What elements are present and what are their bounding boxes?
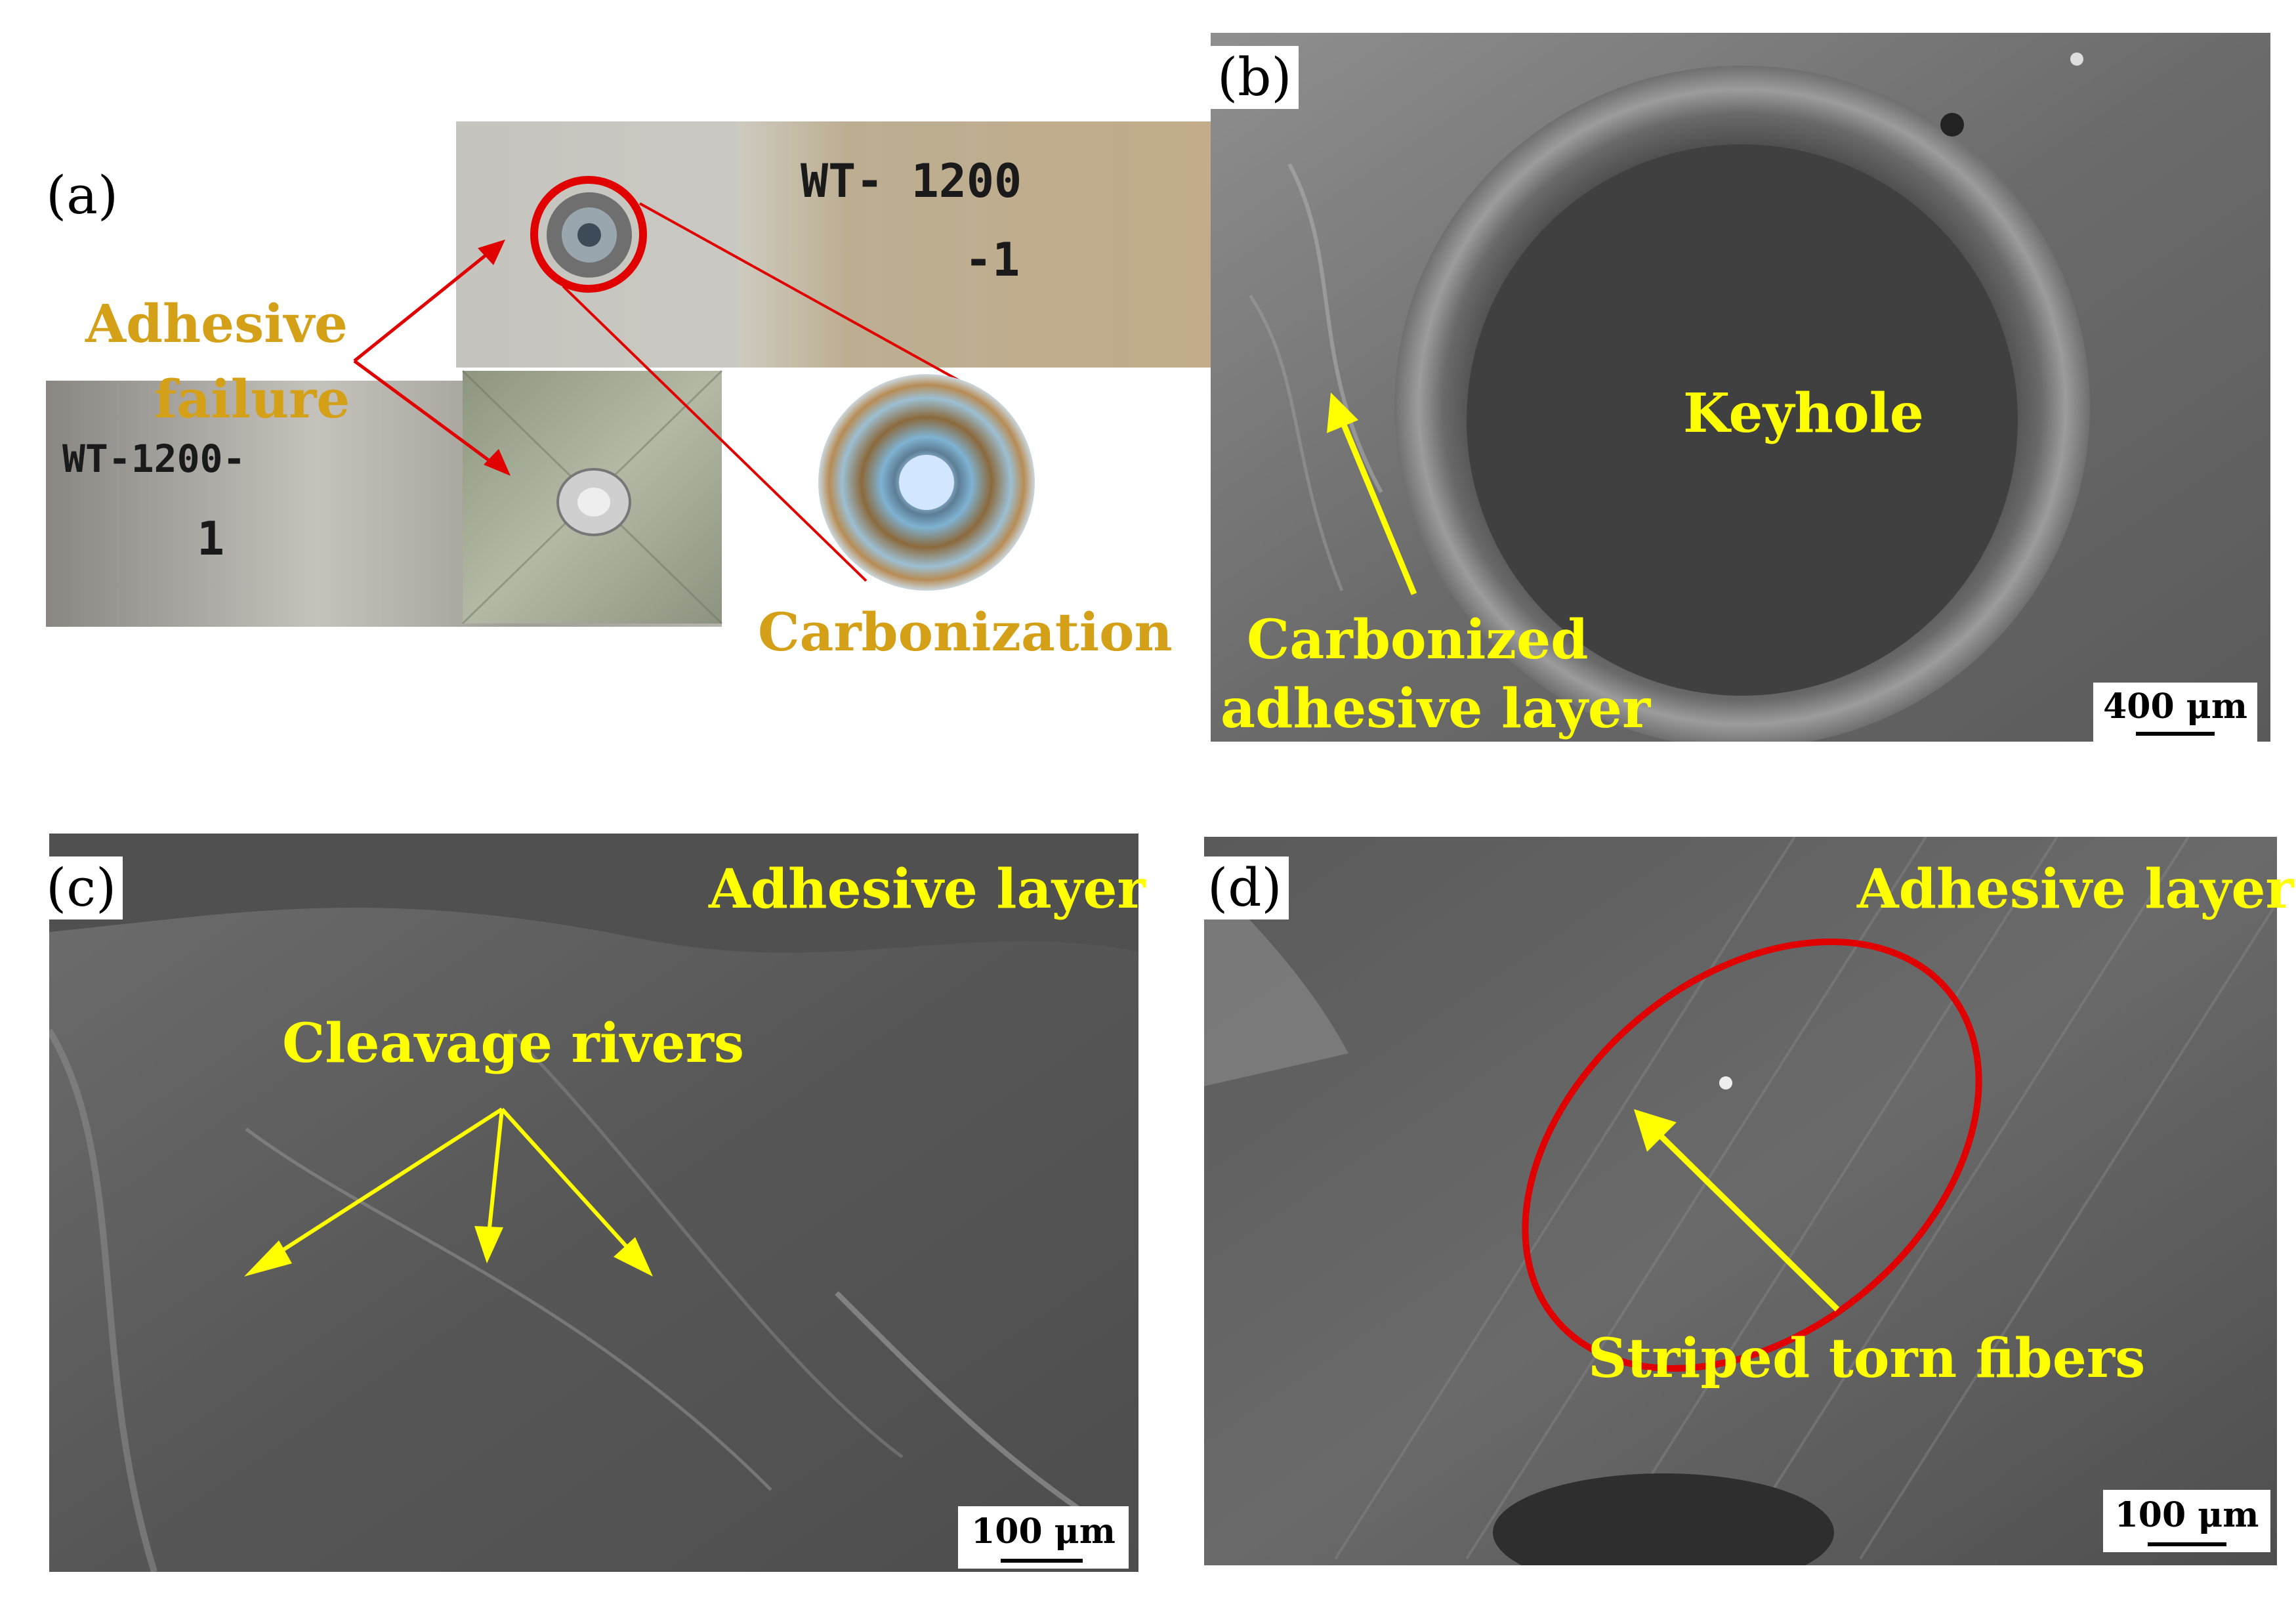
carbonization-label: Carbonization — [758, 601, 1173, 663]
cleavage-rivers-label: Cleavage rivers — [282, 1012, 745, 1075]
panel-c-adhesive-layer-label: Adhesive layer — [709, 858, 1146, 921]
weld-highlight-circle — [530, 176, 647, 293]
panel-b-scale-label: 400 μm — [2103, 687, 2247, 727]
carbonized-label-1: Carbonized — [1247, 608, 1589, 671]
adhesive-failure-label-1: Adhesive — [85, 293, 348, 354]
panel-d-label: (d) — [1201, 856, 1289, 919]
panel-a-label: (a) — [39, 164, 125, 227]
panel-c-label: (c) — [39, 856, 123, 919]
panel-b-label: (b) — [1211, 46, 1299, 109]
carbonized-label-2: adhesive layer — [1221, 677, 1651, 740]
handwriting-top-2: -1 — [965, 233, 1020, 287]
panel-c-scale-label: 100 μm — [971, 1511, 1116, 1552]
handwriting-bottom-2: 1 — [197, 512, 225, 566]
panel-d-adhesive-layer-label: Adhesive layer — [1857, 858, 2294, 921]
panel-d-sem-image — [1204, 837, 2277, 1565]
handwriting-bottom-1: WT-1200- — [62, 436, 246, 481]
adhesive-failure-label-2: failure — [154, 368, 350, 430]
keyhole-label: Keyhole — [1683, 382, 1924, 445]
panel-b-scalebar: 400 μm — [2093, 683, 2257, 742]
striped-torn-fibers-label: Striped torn fibers — [1588, 1327, 2146, 1390]
panel-c-sem-image — [49, 834, 1138, 1572]
panel-c-scalebar: 100 μm — [958, 1506, 1129, 1569]
panel-d-scale-label: 100 μm — [2114, 1495, 2259, 1535]
panel-d-scalebar: 100 μm — [2103, 1490, 2270, 1552]
panel-b-sem-image — [1211, 33, 2270, 742]
handwriting-top-1: WT- 1200 — [801, 154, 1022, 208]
